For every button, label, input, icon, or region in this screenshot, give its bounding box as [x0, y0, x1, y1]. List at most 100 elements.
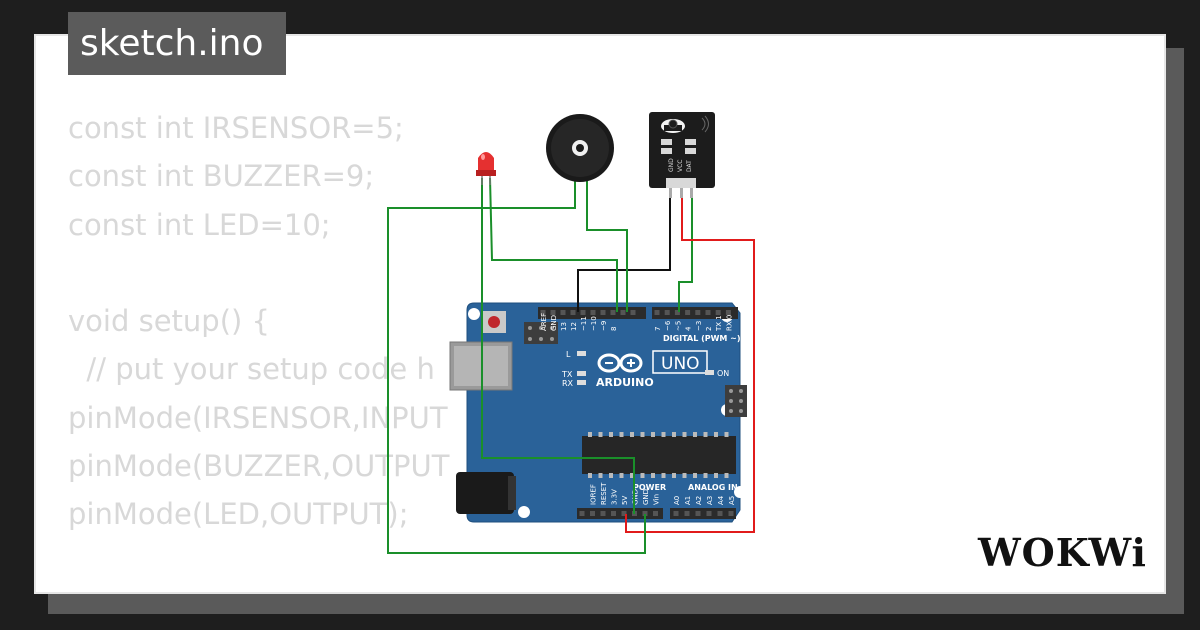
- header-pin[interactable]: [550, 310, 556, 315]
- brand-label: ARDUINO: [596, 376, 654, 389]
- digital-pin-label: 4: [685, 326, 693, 331]
- power-pin-label: RESET: [600, 482, 608, 505]
- header-pin[interactable]: [728, 511, 734, 516]
- header-pin[interactable]: [654, 310, 660, 315]
- led-tx-label: TX: [561, 370, 573, 379]
- power-header-label: POWER: [633, 483, 666, 492]
- code-line[interactable]: pinMode(IRSENSOR,INPUT: [68, 400, 448, 435]
- led-l-label: L: [566, 350, 571, 359]
- digital-pin-label: ~6: [664, 320, 672, 331]
- power-pin-label: 5V: [621, 496, 629, 505]
- digital-pin-label: 7: [654, 327, 662, 331]
- power-pin-label: GND: [632, 489, 640, 505]
- header-pin[interactable]: [685, 310, 691, 315]
- digital-pin-label: ~11: [580, 316, 588, 331]
- digital-pin-label: AREF: [540, 313, 548, 331]
- header-pin[interactable]: [684, 511, 690, 516]
- ir-pin-dat-label: DAT: [686, 160, 693, 172]
- wokwi-logo: WOKWi: [976, 528, 1152, 578]
- digital-pin-label: GND: [550, 315, 558, 331]
- power-header: [577, 508, 663, 519]
- header-pin[interactable]: [579, 511, 585, 516]
- code-line[interactable]: pinMode(LED,OUTPUT);: [68, 497, 409, 532]
- header-pin[interactable]: [705, 310, 711, 315]
- wire-ir-vcc-5v: [625, 198, 755, 533]
- analog-header-label: ANALOG IN: [688, 483, 738, 492]
- wire-buzzer-gnd: [387, 168, 646, 554]
- header-pin[interactable]: [600, 310, 606, 315]
- digital-pin-label: 2: [705, 327, 713, 331]
- header-pin[interactable]: [695, 310, 701, 315]
- header-pin[interactable]: [620, 310, 626, 315]
- analog-pin-label: A0: [673, 496, 681, 505]
- ir-pin-gnd-label: GND: [668, 158, 675, 172]
- header-pin[interactable]: [725, 310, 731, 315]
- header-pin[interactable]: [664, 310, 670, 315]
- model-label: UNO: [661, 354, 700, 374]
- digital-pin-label: 13: [560, 322, 568, 331]
- red-led[interactable]: [476, 152, 496, 185]
- code-editor: const int IRSENSOR=5; const int BUZZER=9;…: [68, 104, 450, 592]
- ir-sensor-module[interactable]: GND VCC DAT: [649, 112, 715, 198]
- code-line[interactable]: const int IRSENSOR=5;: [68, 111, 404, 145]
- wire-buzzer-d9: [586, 168, 628, 312]
- header-pin[interactable]: [570, 310, 576, 315]
- analog-pin-label: A1: [684, 496, 692, 505]
- wires: [387, 168, 755, 554]
- header-pin[interactable]: [590, 310, 596, 315]
- header-pin[interactable]: [580, 310, 586, 315]
- analog-pin-label: A4: [717, 495, 725, 505]
- header-pin[interactable]: [590, 511, 595, 516]
- code-line[interactable]: const int LED=10;: [68, 207, 331, 242]
- analog-pin-label: A5: [728, 496, 736, 505]
- header-pin[interactable]: [653, 511, 658, 516]
- header-pin[interactable]: [695, 511, 701, 516]
- led-on-label: ON: [717, 369, 729, 378]
- icsp-header: [524, 322, 747, 417]
- header-pin[interactable]: [621, 511, 627, 516]
- led-rx-label: RX: [562, 379, 574, 388]
- analog-pin-label: A2: [695, 496, 703, 505]
- power-pin-label: 3.3V: [611, 489, 619, 505]
- wire-led-d10: [489, 177, 618, 312]
- header-pin[interactable]: [540, 310, 546, 315]
- digital-header-label: DIGITAL (PWM ~): [663, 334, 741, 343]
- header-pin[interactable]: [610, 310, 616, 315]
- code-line[interactable]: void setup() {: [68, 304, 270, 339]
- header-pin[interactable]: [706, 511, 712, 516]
- power-pin-label: Vin: [653, 494, 661, 505]
- header-pin[interactable]: [673, 511, 679, 516]
- piezo-buzzer[interactable]: [546, 114, 614, 182]
- analog-pin-label: A3: [706, 496, 714, 505]
- code-line[interactable]: const int BUZZER=9;: [68, 159, 375, 194]
- atmega-chip: [582, 432, 736, 478]
- arduino-logo: [597, 353, 643, 373]
- digital-pin-label: 12: [570, 322, 578, 331]
- header-pin[interactable]: [674, 310, 680, 315]
- header-pin[interactable]: [642, 511, 648, 516]
- wire-gnd-black: [577, 198, 671, 312]
- code-line[interactable]: // put your setup code h: [68, 352, 435, 387]
- digital-pin-label: ~9: [600, 321, 608, 331]
- header-pin[interactable]: [715, 310, 721, 315]
- digital-pin-label: 8: [610, 327, 618, 331]
- code-line[interactable]: pinMode(BUZZER,OUTPUT: [68, 449, 450, 484]
- header-pin[interactable]: [611, 511, 616, 516]
- wokwi-logo-text: WOKWi: [977, 530, 1147, 575]
- power-pin-label: IOREF: [590, 484, 598, 505]
- header-pin[interactable]: [600, 511, 606, 516]
- file-tab[interactable]: sketch.ino: [68, 12, 286, 75]
- digital-pin-label: RX 0: [725, 315, 733, 331]
- digital-pin-label: TX 1: [715, 315, 723, 332]
- header-pin[interactable]: [717, 511, 723, 516]
- header-pin[interactable]: [630, 310, 636, 315]
- wire-led-gnd: [481, 178, 635, 514]
- analog-header: [670, 508, 736, 519]
- wire-ir-d5: [678, 198, 693, 312]
- digital-pin-label: ~10: [590, 316, 598, 331]
- digital-pin-label: ~3: [695, 321, 703, 331]
- header-pin[interactable]: [560, 310, 566, 315]
- ir-pin-vcc-label: VCC: [677, 160, 684, 172]
